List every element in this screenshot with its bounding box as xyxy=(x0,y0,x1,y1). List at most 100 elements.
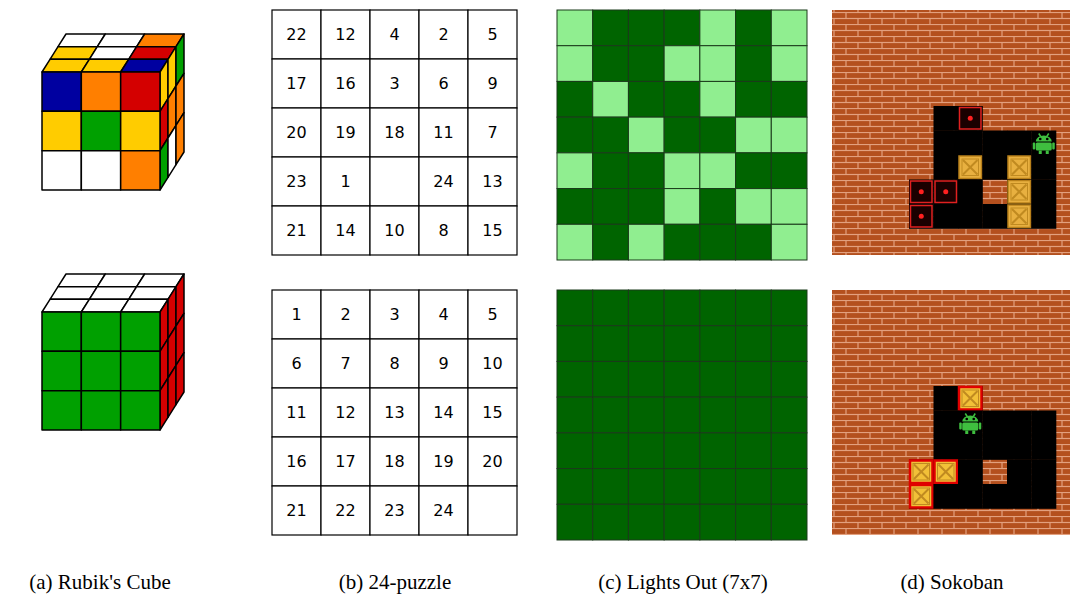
floor-tile xyxy=(983,435,1008,460)
light-cell xyxy=(593,117,629,153)
light-cell xyxy=(736,117,772,153)
crate xyxy=(910,485,933,508)
puzzle-tile: 10 xyxy=(370,206,419,255)
floor-tile xyxy=(983,131,1008,156)
tile-number: 1 xyxy=(340,172,350,191)
light-cell xyxy=(736,469,772,505)
light-cell xyxy=(557,81,593,117)
subfigure-caption: (d) Sokoban xyxy=(900,570,1003,595)
puzzle-cell xyxy=(370,157,419,206)
puzzle-tile: 12 xyxy=(321,388,370,437)
puzzle-tile: 19 xyxy=(321,108,370,157)
tile-number: 15 xyxy=(482,403,502,422)
light-cell xyxy=(736,81,772,117)
light-cell xyxy=(736,10,772,46)
light-cell xyxy=(771,361,807,397)
tile-number: 18 xyxy=(384,123,404,142)
floor-tile xyxy=(1007,411,1032,436)
puzzle-cell xyxy=(419,486,468,535)
tile-number: 21 xyxy=(286,501,306,520)
tile-number: 3 xyxy=(389,74,399,93)
crate-mark xyxy=(1012,160,1027,175)
light-cell xyxy=(664,326,700,362)
puzzle-cell xyxy=(272,339,321,388)
puzzle-cell xyxy=(370,206,419,255)
puzzle-cell xyxy=(468,206,517,255)
cube-sticker xyxy=(81,72,120,111)
puzzle-cell xyxy=(419,108,468,157)
puzzle-cell xyxy=(370,290,419,339)
light-cell xyxy=(593,153,629,189)
puzzle-cell xyxy=(321,10,370,59)
floor-tile xyxy=(1032,435,1057,460)
crate xyxy=(959,387,982,410)
subfigure-caption: (a) Rubik's Cube xyxy=(29,570,170,595)
crate xyxy=(910,461,933,484)
puzzle-tile: 9 xyxy=(468,59,517,108)
floor-tile xyxy=(934,204,959,229)
light-cell xyxy=(664,46,700,82)
puzzle-cell xyxy=(321,206,370,255)
cube-sticker xyxy=(168,365,176,417)
floor-tile xyxy=(958,180,983,205)
puzzle-tile: 10 xyxy=(468,339,517,388)
tile-number: 3 xyxy=(389,305,399,324)
light-cell xyxy=(664,290,700,326)
floor-tile xyxy=(958,460,983,485)
light-cell xyxy=(628,153,664,189)
puzzle-cell xyxy=(468,437,517,486)
crate-mark xyxy=(914,465,929,480)
light-cell xyxy=(628,10,664,46)
cube-sticker xyxy=(121,312,160,351)
crate-mark xyxy=(1011,159,1028,176)
light-cell xyxy=(628,361,664,397)
light-cell xyxy=(557,46,593,82)
puzzle-cell xyxy=(321,157,370,206)
puzzle-tile: 7 xyxy=(321,339,370,388)
robot-eye xyxy=(972,418,975,421)
tile-number: 8 xyxy=(389,354,399,373)
crate-mark xyxy=(963,160,978,175)
puzzle-tile: 22 xyxy=(272,10,321,59)
floor-tile xyxy=(1007,155,1032,180)
cube-sticker xyxy=(121,151,160,190)
light-cell xyxy=(771,290,807,326)
tile-number: 16 xyxy=(286,452,306,471)
cube-sticker xyxy=(42,111,81,150)
puzzle-tile: 1 xyxy=(321,157,370,206)
puzzle-tile: 1 xyxy=(272,290,321,339)
robot-head xyxy=(1036,136,1052,142)
puzzle-tile: 14 xyxy=(419,388,468,437)
floor-tile xyxy=(1007,484,1032,509)
goal-dot xyxy=(943,189,948,194)
puzzle-tile: 12 xyxy=(321,10,370,59)
light-cell xyxy=(771,224,807,260)
light-cell xyxy=(700,433,736,469)
cube-sticker xyxy=(121,391,160,430)
light-cell xyxy=(557,189,593,225)
floor-tile xyxy=(909,484,934,509)
floor-tile xyxy=(1007,204,1032,229)
light-cell xyxy=(664,10,700,46)
light-cell xyxy=(664,153,700,189)
puzzle-tile: 9 xyxy=(419,339,468,388)
puzzle-tile: 3 xyxy=(370,59,419,108)
puzzle-tile: 2 xyxy=(419,10,468,59)
puzzle-cell xyxy=(419,290,468,339)
puzzle-cell xyxy=(272,108,321,157)
cube-sticker xyxy=(160,378,168,430)
light-cell xyxy=(557,224,593,260)
brick-wall xyxy=(832,10,1070,255)
puzzle-tile: 14 xyxy=(321,206,370,255)
crate-mark xyxy=(939,465,954,480)
crate-mark xyxy=(1012,160,1027,175)
cube-sticker xyxy=(168,125,176,177)
crate-mark xyxy=(1012,209,1027,224)
crate-mark xyxy=(913,464,930,481)
floor-tile xyxy=(958,484,983,509)
light-cell xyxy=(771,10,807,46)
floor-tile xyxy=(934,131,959,156)
robot-eye xyxy=(1046,138,1049,141)
floor-tile xyxy=(1032,411,1057,436)
puzzle-cell xyxy=(272,388,321,437)
